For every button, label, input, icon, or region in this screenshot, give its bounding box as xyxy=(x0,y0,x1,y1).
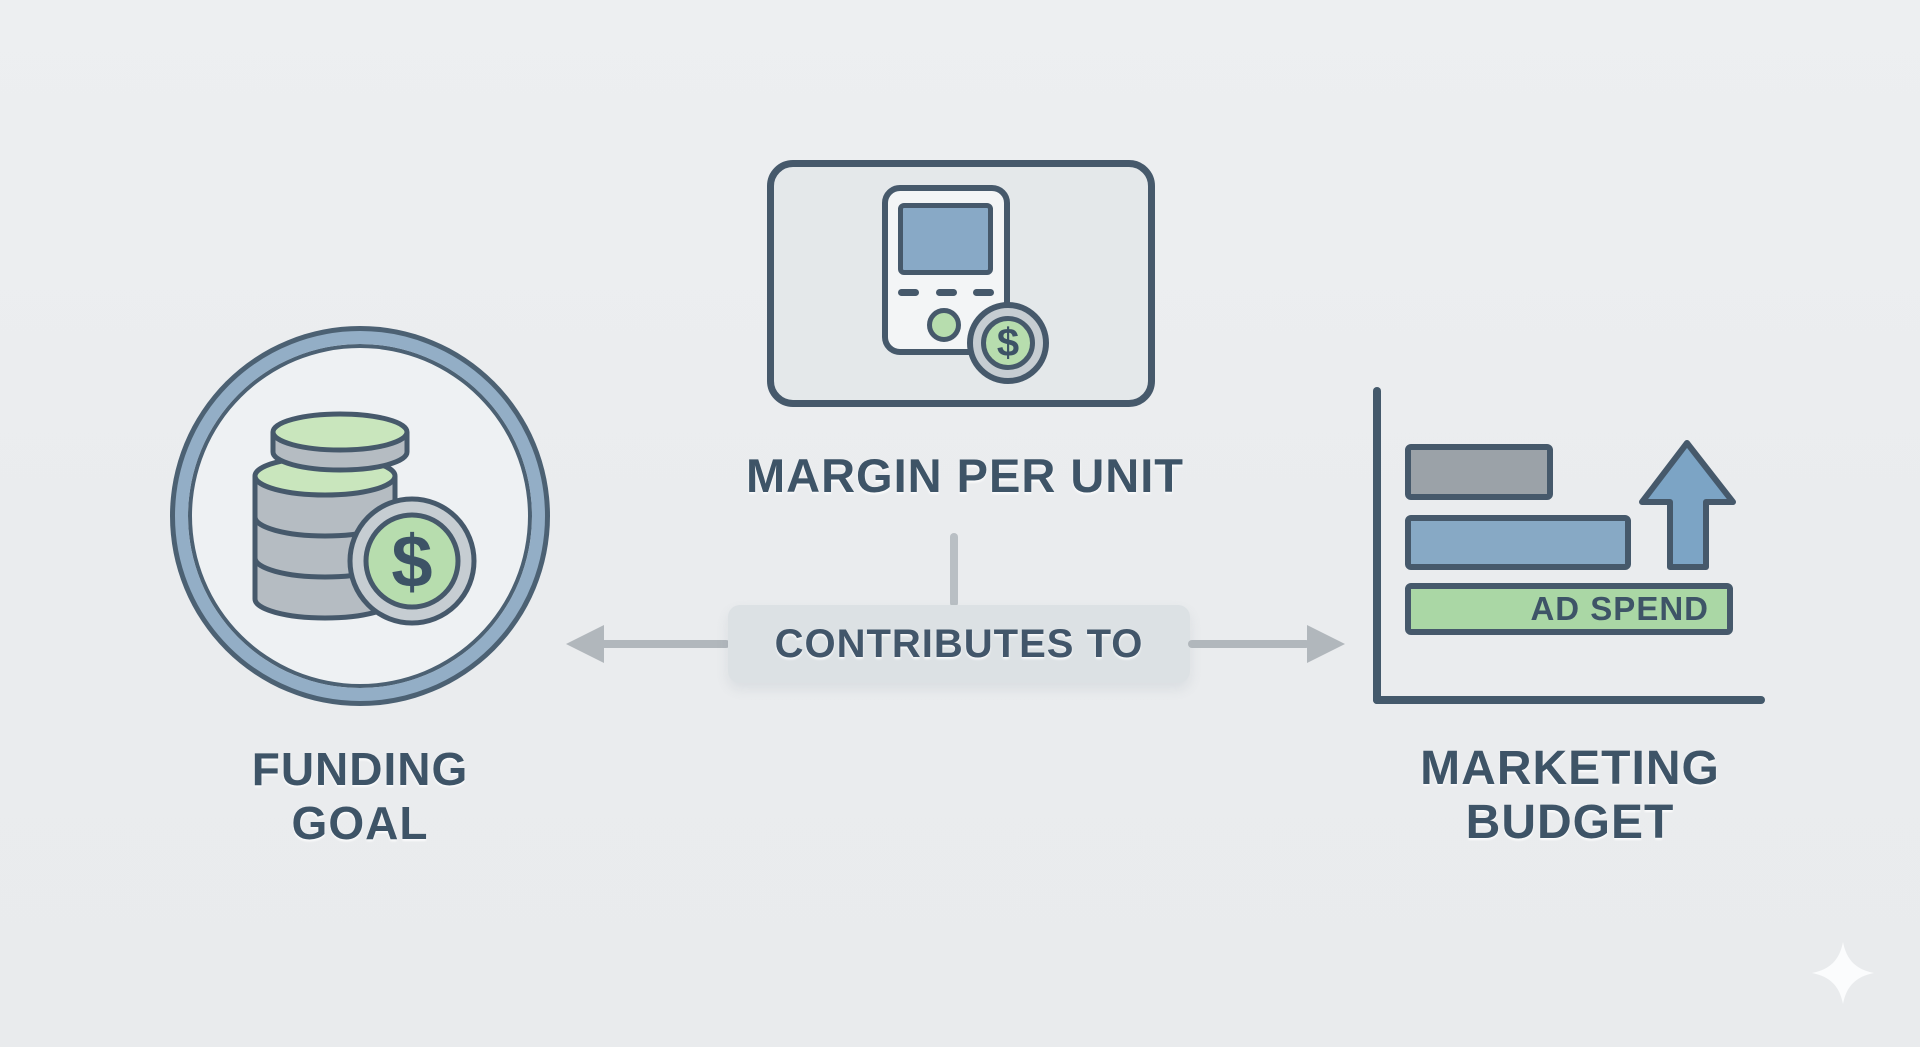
device-button-dash xyxy=(973,289,994,296)
contributes-to-box: CONTRIBUTES TO xyxy=(728,605,1190,683)
chart-x-axis xyxy=(1373,696,1765,704)
margin-per-unit-label: MARGIN PER UNIT xyxy=(746,449,1184,502)
funding-goal-label-line2: GOAL xyxy=(291,797,429,849)
margin-card: $ xyxy=(767,160,1155,407)
dollar-sign: $ xyxy=(391,520,432,603)
device-indicator-dot xyxy=(927,308,961,342)
sparkle-icon xyxy=(1812,942,1874,1004)
device-button-dash xyxy=(898,289,919,296)
up-arrow-icon xyxy=(1639,440,1736,570)
dollar-sign: $ xyxy=(981,316,1035,370)
chart-y-axis xyxy=(1373,387,1381,704)
left-arrow-line xyxy=(600,640,730,648)
dollar-coin-icon: $ xyxy=(967,302,1049,384)
coin-stack-dollar-icon: $ xyxy=(252,411,477,626)
chart-bar-gray xyxy=(1405,444,1553,500)
funding-goal-label-line1: FUNDING xyxy=(251,743,469,795)
device-button-row xyxy=(898,289,994,296)
left-arrow-icon xyxy=(566,625,604,663)
funding-goal-label: FUNDING GOAL xyxy=(110,742,610,850)
device-button-dash xyxy=(935,289,957,296)
marketing-budget-label: MARKETING BUDGET xyxy=(1320,742,1820,850)
marketing-budget-label-line2: BUDGET xyxy=(1465,796,1675,849)
device-screen xyxy=(898,203,993,275)
connector-vertical-line xyxy=(950,533,958,607)
right-arrow-icon xyxy=(1307,625,1345,663)
marketing-budget-label-line1: MARKETING xyxy=(1420,742,1720,795)
ad-spend-label: AD SPEND xyxy=(1530,590,1709,627)
right-arrow-line xyxy=(1188,640,1310,648)
chart-bar-ad-spend: AD SPEND xyxy=(1405,583,1733,635)
chart-bar-blue xyxy=(1405,515,1631,570)
